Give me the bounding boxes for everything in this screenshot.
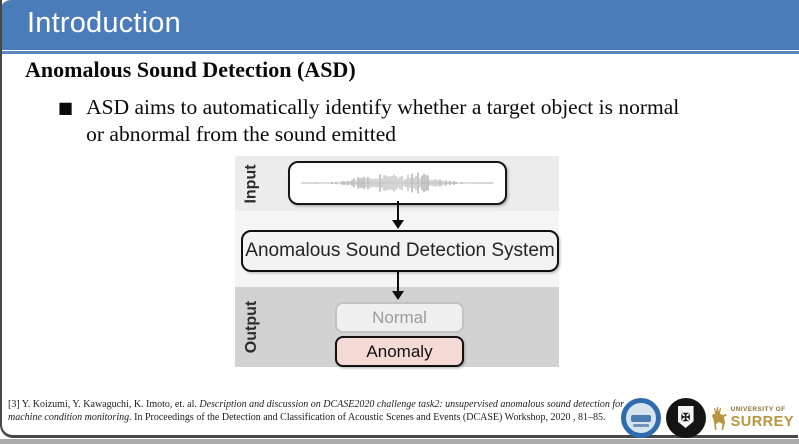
anomaly-result-box: Anomaly — [335, 336, 464, 367]
citation-text: [3] Y. Koizumi, Y. Kawaguchi, K. Imoto, … — [8, 398, 656, 424]
input-label: Input — [243, 163, 260, 204]
citation-suffix: In Proceedings of the Detection and Clas… — [131, 412, 606, 423]
waveform-box — [288, 161, 507, 205]
output-label: Output — [243, 300, 261, 354]
stag-icon — [711, 407, 727, 430]
system-box: Anomalous Sound Detection System — [241, 230, 559, 272]
bullet-text: ASD aims to automatically identify wheth… — [86, 95, 680, 146]
surrey-logo: UNIVERSITY OF SURREY — [711, 405, 796, 431]
header-underline — [0, 51, 799, 54]
section-heading: Anomalous Sound Detection (ASD) — [25, 57, 356, 82]
logo-row: ✠ UNIVERSITY OF SURREY — [620, 396, 796, 440]
bullet-item: ■ ASD aims to automatically identify whe… — [58, 94, 683, 148]
asd-flow-diagram: Input Anomalous Sound Detection System O… — [235, 154, 559, 372]
header-bar: Introduction — [0, 0, 799, 50]
citation-prefix: [3] Y. Koizumi, Y. Kawaguchi, K. Imoto, … — [8, 399, 200, 410]
citation-title: Description and discussion on DCASE2020 … — [8, 399, 625, 423]
bullet-square-icon: ■ — [58, 98, 74, 117]
surrey-logo-line1: UNIVERSITY OF — [730, 406, 786, 413]
shield-icon: ✠ — [677, 406, 694, 428]
normal-result-box: Normal — [335, 302, 464, 333]
surrey-logo-line2: SURREY — [730, 413, 794, 430]
page-title: Introduction — [27, 7, 181, 39]
university-seal-blue-icon — [620, 398, 661, 438]
waveform-icon — [301, 172, 494, 194]
university-seal-shield-icon: ✠ — [665, 398, 706, 438]
